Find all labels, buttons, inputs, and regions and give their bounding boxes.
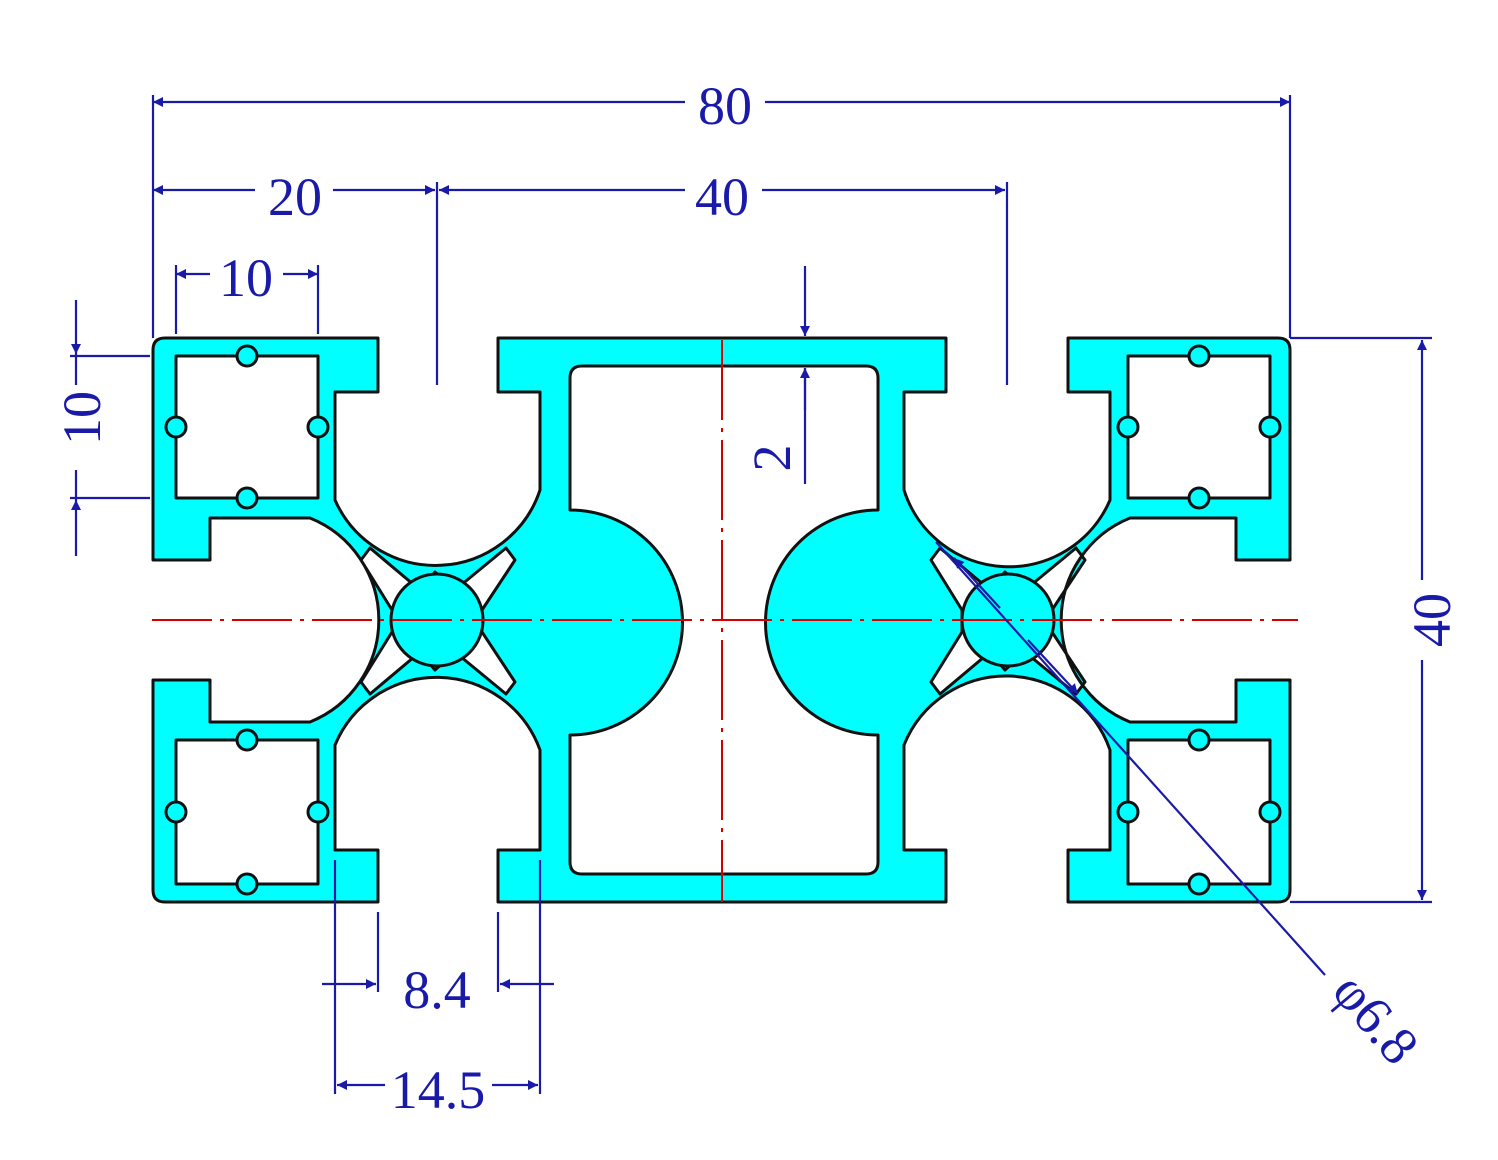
dim-corner-cell: 10 [219,248,273,308]
cell-notches [164,344,1282,896]
dim-module-width: 20 [268,167,322,227]
dim-slot-opening: 8.4 [403,960,471,1020]
dimensions: 80 20 40 10 10 2 40 [52,76,1462,1120]
dim-center-spacing: 40 [695,167,749,227]
dim-corner-cell-vertical: 10 [52,391,112,445]
dim-overall-width: 80 [698,76,752,136]
dim-core-hole: φ6.8 [1321,961,1430,1075]
center-lines [152,340,1298,902]
dim-height: 40 [1402,593,1462,647]
dim-slot-width: 14.5 [391,1060,486,1120]
dim-wall-thickness: 2 [742,445,802,472]
